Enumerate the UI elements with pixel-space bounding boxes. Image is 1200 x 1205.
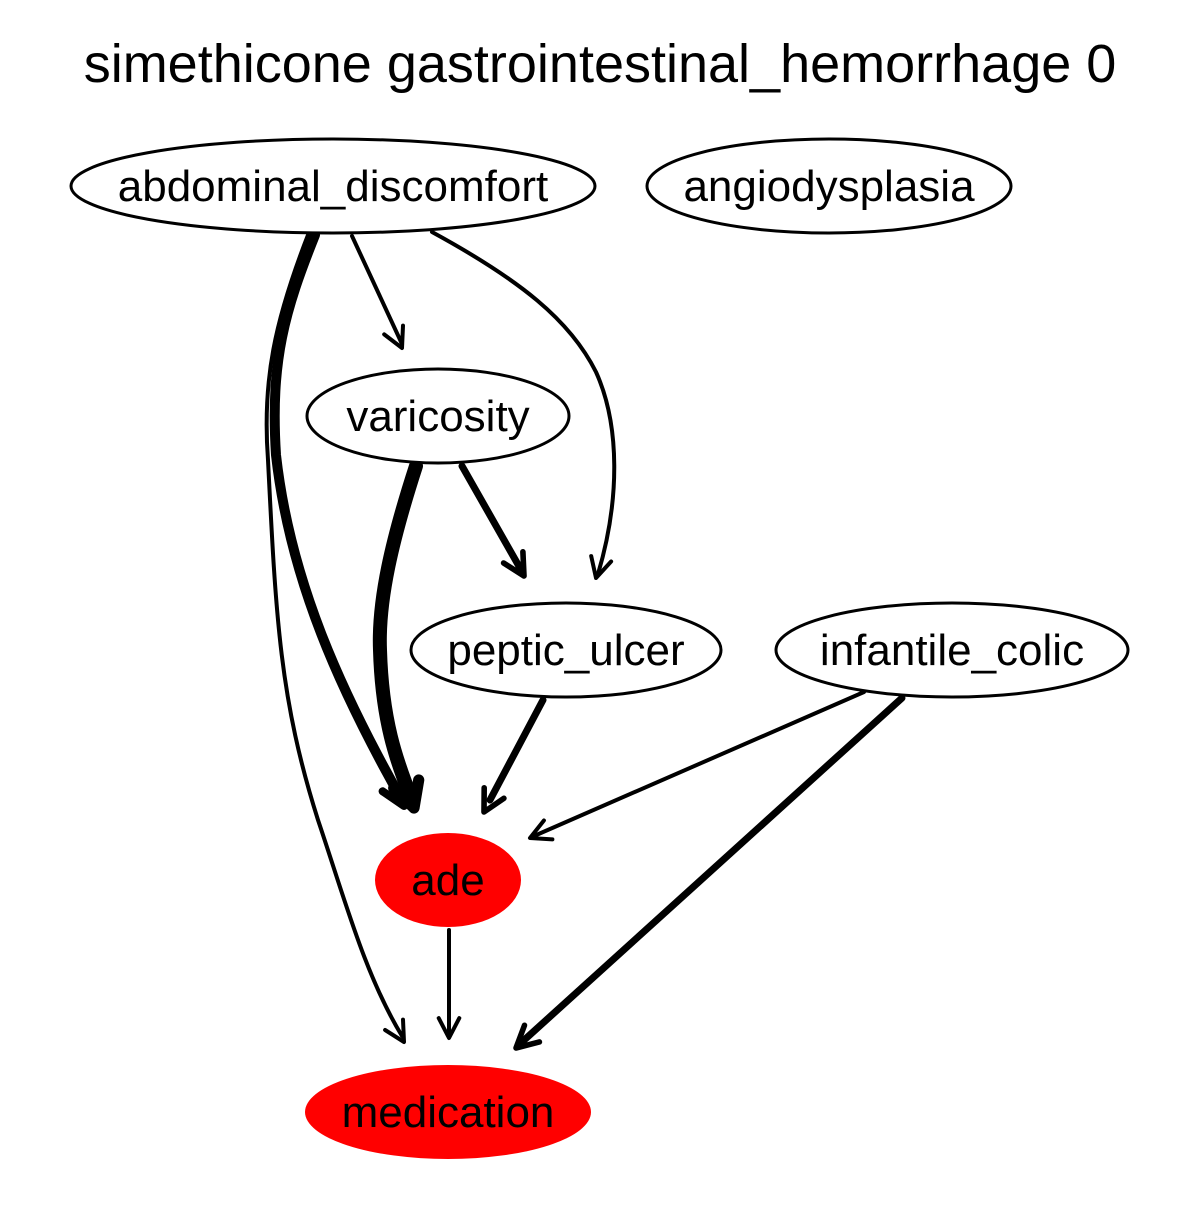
edge-abdominal_discomfort-to-varicosity — [350, 234, 405, 350]
arrowhead-icon — [388, 774, 425, 814]
arrowhead-icon — [436, 1016, 462, 1040]
edge-infantile_colic-to-ade — [528, 690, 866, 842]
node-ellipse — [305, 1065, 591, 1159]
arrowhead-icon — [382, 323, 405, 350]
node-ellipse — [69, 137, 597, 235]
node-varicosity: varicosity — [305, 367, 571, 465]
edge-line — [350, 234, 404, 346]
node-ellipse — [774, 601, 1130, 699]
node-medication: medication — [305, 1065, 591, 1159]
edge-line — [264, 233, 404, 1038]
arrowhead-icon — [481, 785, 507, 815]
edges-layer — [264, 230, 906, 1051]
arrowhead-icon — [589, 554, 614, 580]
node-ellipse — [645, 137, 1013, 235]
node-label: angiodysplasia — [683, 162, 975, 211]
node-label: varicosity — [346, 392, 529, 441]
node-label: medication — [342, 1088, 555, 1137]
arrowhead-icon — [500, 549, 527, 579]
edge-line — [532, 690, 866, 838]
node-label: ade — [411, 856, 484, 905]
edge-varicosity-to-peptic_ulcer — [458, 462, 527, 579]
node-label: infantile_colic — [820, 626, 1084, 675]
edge-varicosity-to-ade — [372, 459, 425, 814]
node-infantile-colic: infantile_colic — [774, 601, 1130, 699]
arrowhead-icon — [513, 1022, 543, 1051]
edge-infantile_colic-to-medication — [513, 694, 906, 1051]
arrowhead-icon — [383, 1017, 406, 1044]
arrowhead-icon — [528, 818, 555, 842]
node-peptic-ulcer: peptic_ulcer — [409, 601, 723, 699]
edge-line — [430, 230, 617, 576]
edge-line — [269, 230, 407, 805]
node-ellipse — [409, 601, 723, 699]
node-ellipse — [375, 833, 521, 927]
graph-title: simethicone gastrointestinal_hemorrhage … — [84, 34, 1117, 94]
edge-abdominal_discomfort-to-medication — [264, 233, 406, 1044]
node-abdominal-discomfort: abdominal_discomfort — [69, 137, 597, 235]
edge-line — [486, 696, 547, 804]
edge-line — [458, 462, 524, 572]
edge-peptic_ulcer-to-ade — [481, 696, 547, 815]
node-ellipse — [305, 367, 571, 465]
nodes-layer: abdominal_discomfort angiodysplasia varico… — [69, 137, 1130, 1159]
edge-line — [518, 694, 906, 1046]
node-ade: ade — [375, 833, 521, 927]
edge-ade-to-medication — [436, 928, 462, 1040]
node-angiodysplasia: angiodysplasia — [645, 137, 1013, 235]
node-label: peptic_ulcer — [447, 626, 684, 675]
edge-line — [372, 459, 423, 807]
node-label: abdominal_discomfort — [118, 162, 548, 211]
edge-abdominal_discomfort-to-peptic_ulcer — [430, 230, 617, 580]
